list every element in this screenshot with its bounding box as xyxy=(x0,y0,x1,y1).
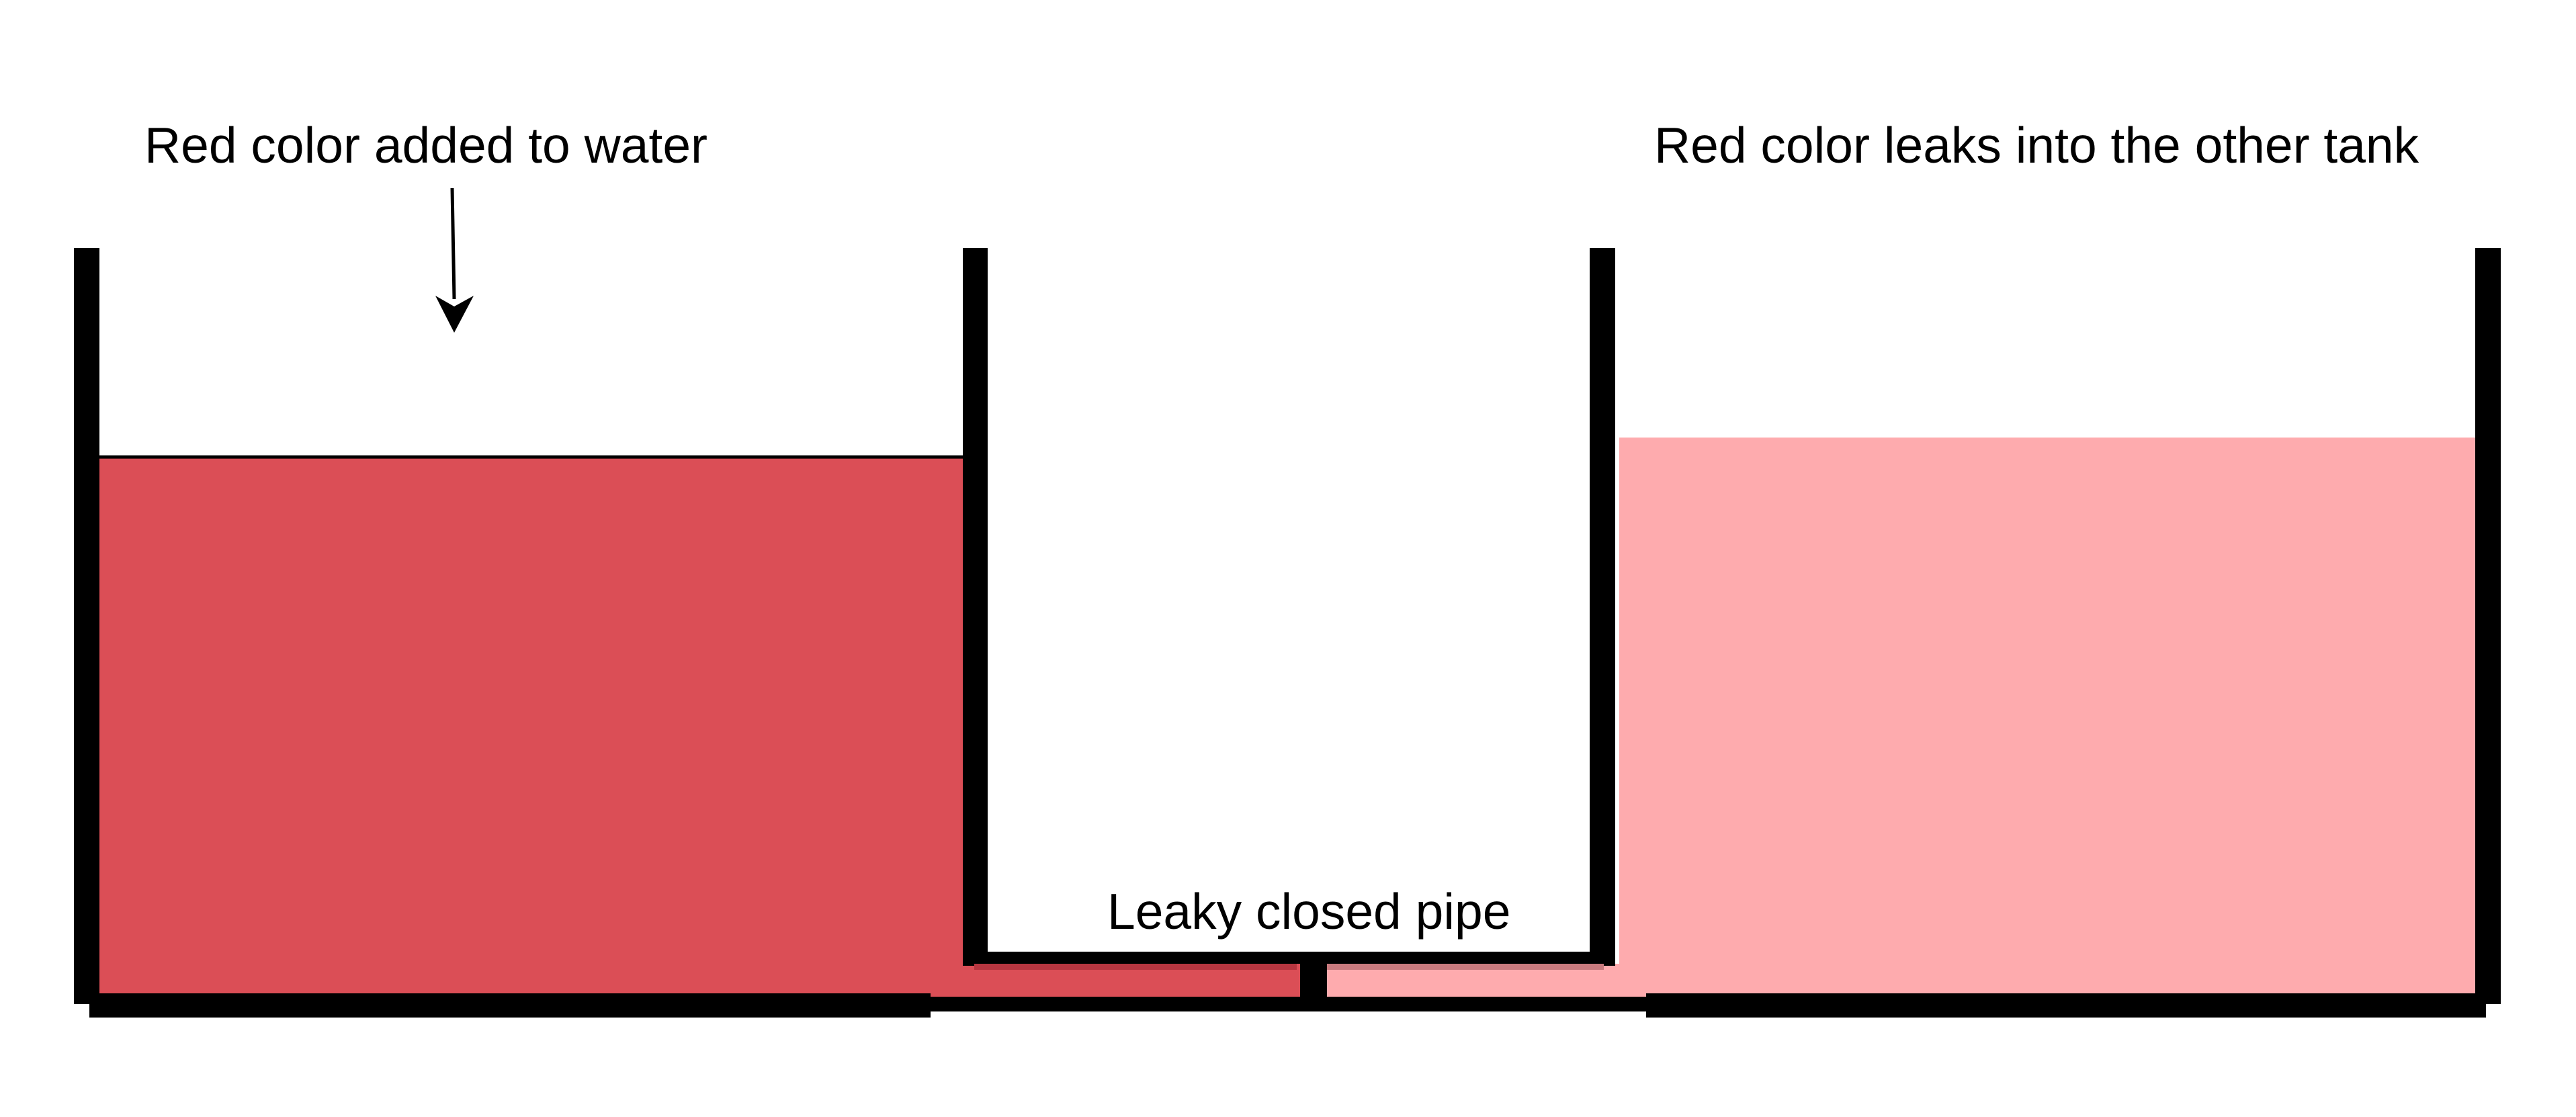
left-annotation-label: Red color added to water xyxy=(144,117,707,173)
right-tank-right-wall xyxy=(2475,248,2501,1004)
middle-tank-right-wall xyxy=(1590,248,1615,966)
left-tank-water xyxy=(99,458,966,997)
pipe-shadow-right xyxy=(1327,964,1604,970)
pipe-valve xyxy=(1300,964,1327,1001)
arrow-shaft xyxy=(450,188,456,300)
pipe-bottom-line xyxy=(931,997,1649,1011)
right-tank-water xyxy=(1619,438,2486,997)
pipe-label: Leaky closed pipe xyxy=(1107,883,1510,940)
middle-tank-left-wall xyxy=(963,248,988,966)
left-tank-left-wall xyxy=(74,248,99,1004)
arrow-head xyxy=(435,296,474,333)
middle-tank-bottom xyxy=(963,952,1615,964)
left-tank-bottom xyxy=(89,993,931,1018)
right-annotation-label: Red color leaks into the other tank xyxy=(1654,117,2419,173)
pipe-shadow-left xyxy=(974,964,1297,970)
right-tank-bottom xyxy=(1646,993,2486,1018)
